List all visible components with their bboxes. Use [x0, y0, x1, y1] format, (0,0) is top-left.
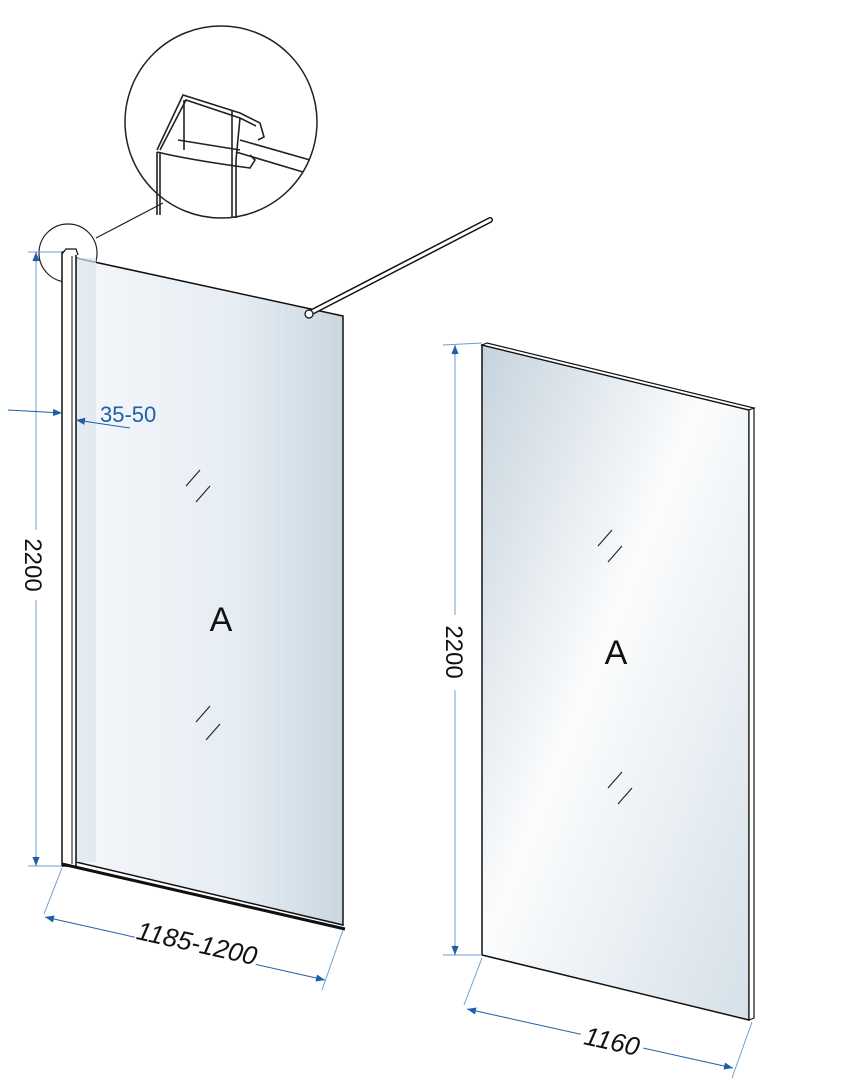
profile-section-icon [156, 94, 311, 218]
glass-hatch-icon [597, 529, 633, 805]
label-background [577, 1021, 647, 1063]
left-width-dimension: 1185-1200 [134, 915, 261, 971]
label-background [133, 917, 261, 972]
panel-label: A [210, 601, 233, 639]
glass-hatch-icon [185, 469, 221, 741]
left-panel: A [61, 217, 493, 931]
profile-detail-callout [38, 25, 318, 283]
right-width-dimension: 1160 [581, 1021, 643, 1063]
panel-label: A [605, 634, 628, 672]
left-height-dimension: 2200 [19, 538, 46, 591]
wall-profile [61, 251, 77, 867]
profile-adjust-dimension: 35-50 [100, 402, 156, 427]
right-panel: A [480, 342, 756, 1021]
stabilizer-bar [304, 217, 493, 319]
right-height-dimension: 2200 [440, 625, 467, 678]
left-dimensions [7, 251, 344, 991]
